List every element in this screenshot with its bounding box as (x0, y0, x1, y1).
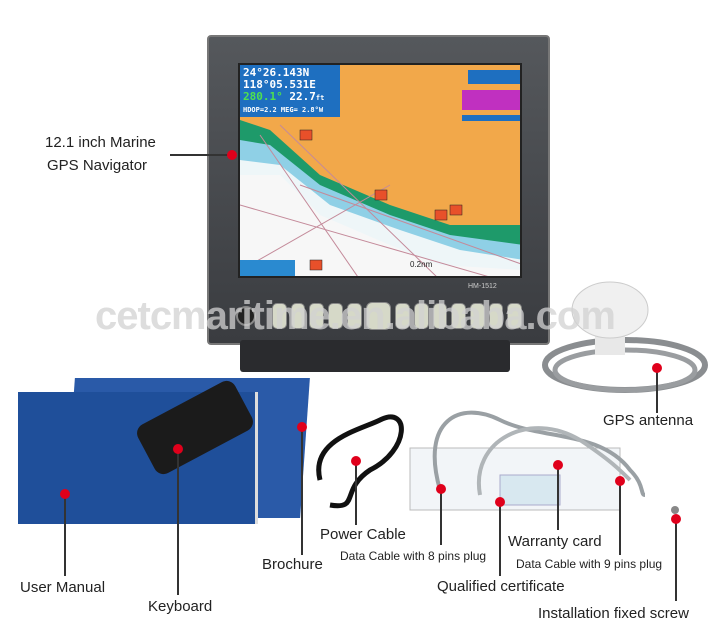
range-label: 0.2nm (410, 260, 433, 269)
marker-dot (297, 422, 307, 432)
marker-dot (436, 484, 446, 494)
key[interactable] (451, 303, 466, 329)
key[interactable] (328, 303, 343, 329)
key[interactable] (413, 303, 429, 329)
key[interactable] (432, 303, 448, 329)
gps-antenna-image (542, 281, 708, 393)
callout-line (355, 461, 357, 525)
key[interactable] (507, 303, 523, 329)
callout-line (656, 368, 658, 413)
marker-dot (173, 444, 183, 454)
marker-dot (615, 476, 625, 486)
marker-dot (351, 456, 361, 466)
direction-pad[interactable] (365, 302, 392, 330)
marker-dot (60, 489, 70, 499)
marker-dot (227, 150, 237, 160)
power-cable-label: Power Cable (320, 526, 406, 543)
callout-line (170, 154, 232, 156)
key[interactable] (309, 303, 325, 329)
gps-status: HDOP=2.2 MEG= 2.8°W (243, 106, 324, 114)
warranty-card-label: Warranty card (508, 533, 602, 550)
marker-dot (553, 460, 563, 470)
keypad (272, 300, 523, 332)
callout-line (619, 481, 621, 555)
data-cable-9-label: Data Cable with 9 pins plug (516, 557, 663, 571)
callout-line (177, 449, 179, 595)
brochure-label: Brochure (262, 556, 323, 573)
heading: 280.1° (243, 90, 283, 103)
marker-dot (495, 497, 505, 507)
speed-unit: ft (315, 94, 325, 102)
key[interactable] (395, 303, 410, 329)
data-cable-8-label: Data Cable with 8 pins plug (340, 549, 487, 563)
callout-line (440, 489, 442, 545)
mount-bracket (240, 340, 510, 372)
model-label: HM-1512 (468, 283, 497, 290)
screw-label: Installation fixed screw (538, 605, 689, 622)
marker-dot (652, 363, 662, 373)
cables-and-documents (316, 410, 679, 514)
key[interactable] (469, 303, 485, 329)
qualified-certificate-label: Qualified certificate (437, 578, 565, 595)
callout-line (64, 494, 66, 576)
key[interactable] (488, 303, 504, 329)
key[interactable] (272, 303, 287, 329)
callout-line (557, 465, 559, 530)
navigator-label-line1: 12.1 inch Marine (45, 134, 156, 151)
gps-antenna-label: GPS antenna (603, 412, 694, 429)
key[interactable] (290, 303, 306, 329)
callout-line (301, 427, 303, 555)
longitude: 118°05.531E (243, 78, 316, 91)
chart-screen: 24°26.143N 118°05.531E 280.1° 22.7ft HDO… (238, 63, 522, 278)
callout-line (499, 502, 501, 576)
power-knob[interactable] (236, 306, 256, 326)
keyboard-label: Keyboard (148, 598, 213, 615)
nautical-map (240, 70, 520, 276)
user-manual-label: User Manual (20, 579, 106, 596)
marker-dot (671, 514, 681, 524)
key[interactable] (346, 303, 362, 329)
speed: 22.7 (289, 90, 316, 103)
navigator-label-line2: GPS Navigator (47, 157, 148, 174)
latitude: 24°26.143N (243, 66, 310, 79)
callout-line (675, 519, 677, 601)
position-readout: 24°26.143N 118°05.531E 280.1° 22.7ft HDO… (240, 65, 340, 117)
